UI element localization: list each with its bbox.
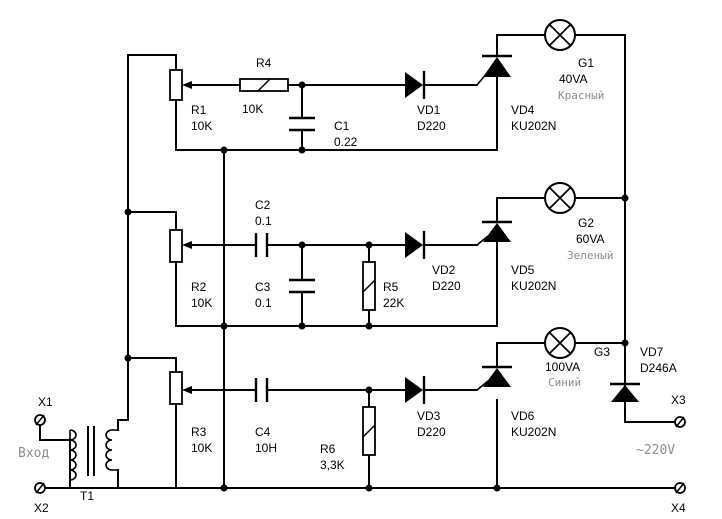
label-r6-value: 3,3K: [320, 458, 345, 472]
thyristor-vd4: [476, 54, 512, 86]
resistor-r4: [239, 78, 289, 92]
label-g3: G3: [594, 345, 610, 359]
label-c4: C4: [255, 425, 271, 439]
label-r1: R1: [191, 103, 207, 117]
label-g1: G1: [578, 56, 594, 70]
potentiometer-r3: [169, 371, 192, 405]
label-vd5-value: KU202N: [511, 279, 556, 293]
labels: X1 X2 X3 X4 Вход T1 ~220V R1 10K R2 10K …: [18, 56, 686, 515]
potentiometer-r2: [169, 229, 192, 263]
resistor-r6: [362, 406, 376, 456]
label-r1-value: 10K: [191, 119, 212, 133]
diode-vd1: [405, 71, 426, 99]
label-x3: X3: [671, 393, 686, 407]
label-g3-color: Синий: [548, 376, 581, 389]
terminal-x4: [674, 482, 686, 494]
label-g3-value: 100VA: [545, 360, 580, 374]
capacitor-c4: [254, 378, 269, 402]
label-vd4-value: KU202N: [511, 119, 556, 133]
label-r4-value: 10K: [242, 102, 263, 116]
label-x1: X1: [38, 395, 53, 409]
terminal-x1: [34, 414, 46, 426]
lamp-g2: [544, 182, 576, 214]
label-r4: R4: [256, 56, 272, 70]
potentiometer-r1: [169, 69, 192, 101]
label-g1-color: Красный: [558, 89, 604, 102]
label-vd6-value: KU202N: [511, 425, 556, 439]
label-g1-value: 40VA: [559, 72, 587, 86]
label-vd1-value: D220: [417, 119, 446, 133]
lamp-g3: [544, 327, 576, 359]
label-x4: X4: [671, 501, 686, 515]
label-c1: C1: [334, 119, 350, 133]
label-vd7: VD7: [640, 345, 664, 359]
label-c2: C2: [255, 198, 271, 212]
label-r5: R5: [383, 280, 399, 294]
label-r2: R2: [191, 280, 207, 294]
label-t1: T1: [80, 489, 94, 503]
thyristor-vd5: [476, 220, 512, 246]
label-g2-value: 60VA: [576, 232, 604, 246]
label-vd3: VD3: [417, 409, 441, 423]
transformer-t1: [69, 426, 118, 481]
diode-vd7: [610, 382, 640, 402]
label-r3-value: 10K: [191, 441, 212, 455]
label-g2-color: Зеленый: [567, 249, 613, 262]
label-vd4: VD4: [511, 103, 535, 117]
label-vd7-value: D246A: [640, 361, 677, 375]
label-r5-value: 22K: [383, 296, 404, 310]
label-c3: C3: [255, 280, 271, 294]
label-input: Вход: [18, 446, 49, 461]
resistor-r5: [362, 261, 376, 311]
label-vd5: VD5: [511, 263, 535, 277]
wires: [39, 34, 681, 489]
capacitor-c2: [254, 233, 269, 257]
label-r6: R6: [320, 442, 336, 456]
diode-vd3: [405, 376, 426, 404]
label-c1-value: 0.22: [334, 135, 358, 149]
terminal-x2: [34, 482, 46, 494]
label-c2-value: 0.1: [255, 214, 272, 228]
label-c4-value: 10Н: [255, 441, 277, 455]
diode-vd2: [405, 231, 426, 259]
junctions: [124, 81, 629, 492]
label-vd1: VD1: [417, 103, 441, 117]
label-vd3-value: D220: [417, 425, 446, 439]
label-c3-value: 0.1: [255, 296, 272, 310]
label-vd6: VD6: [511, 409, 535, 423]
terminal-x3: [674, 416, 686, 428]
label-g2: G2: [578, 216, 594, 230]
label-x2: X2: [34, 501, 49, 515]
label-vd2: VD2: [432, 263, 456, 277]
lamp-g1: [544, 19, 576, 51]
label-r2-value: 10K: [191, 296, 212, 310]
label-mains: ~220V: [636, 443, 675, 458]
label-r3: R3: [191, 425, 207, 439]
capacitor-c3: [289, 278, 315, 294]
capacitor-c1: [289, 116, 315, 132]
thyristor-vd6: [476, 365, 512, 391]
label-vd2-value: D220: [432, 279, 461, 293]
